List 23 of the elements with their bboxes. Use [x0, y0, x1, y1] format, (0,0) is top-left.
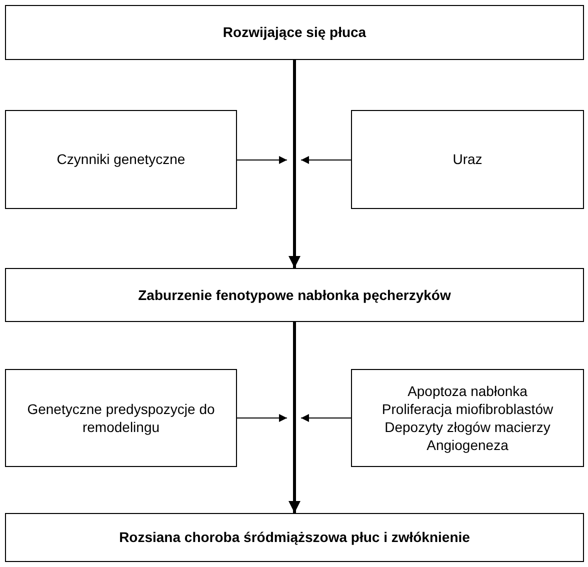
arrow — [236, 414, 288, 422]
process-box — [5, 369, 237, 467]
arrow — [236, 156, 288, 164]
node-text: Genetyczne predyspozycje do remodelingu — [26, 400, 216, 436]
node-text: Rozwijające się płuca — [222, 23, 366, 42]
node-text: Uraz — [452, 150, 482, 169]
arrow — [300, 414, 352, 422]
arrow — [288, 322, 300, 513]
process-box — [5, 110, 237, 209]
process-box — [5, 268, 584, 322]
process-box — [351, 110, 584, 209]
node-text: Rozsiana choroba śródmiąższowa płuc i zwłóknienie — [119, 528, 470, 547]
node-text: Angiogeneza — [426, 436, 508, 454]
node-text: Apoptoza nabłonka — [408, 382, 528, 400]
arrow — [288, 60, 300, 268]
process-box — [5, 513, 584, 562]
arrow — [300, 156, 352, 164]
node-text: Depozyty złogów macierzy — [384, 418, 550, 436]
node-text: Zaburzenie fenotypowe nabłonka pęcherzyków — [138, 286, 451, 304]
node-text: Proliferacja miofibroblastów — [382, 400, 554, 418]
node-text: Czynniki genetyczne — [56, 150, 186, 169]
process-box — [351, 369, 584, 467]
process-box — [5, 5, 584, 60]
